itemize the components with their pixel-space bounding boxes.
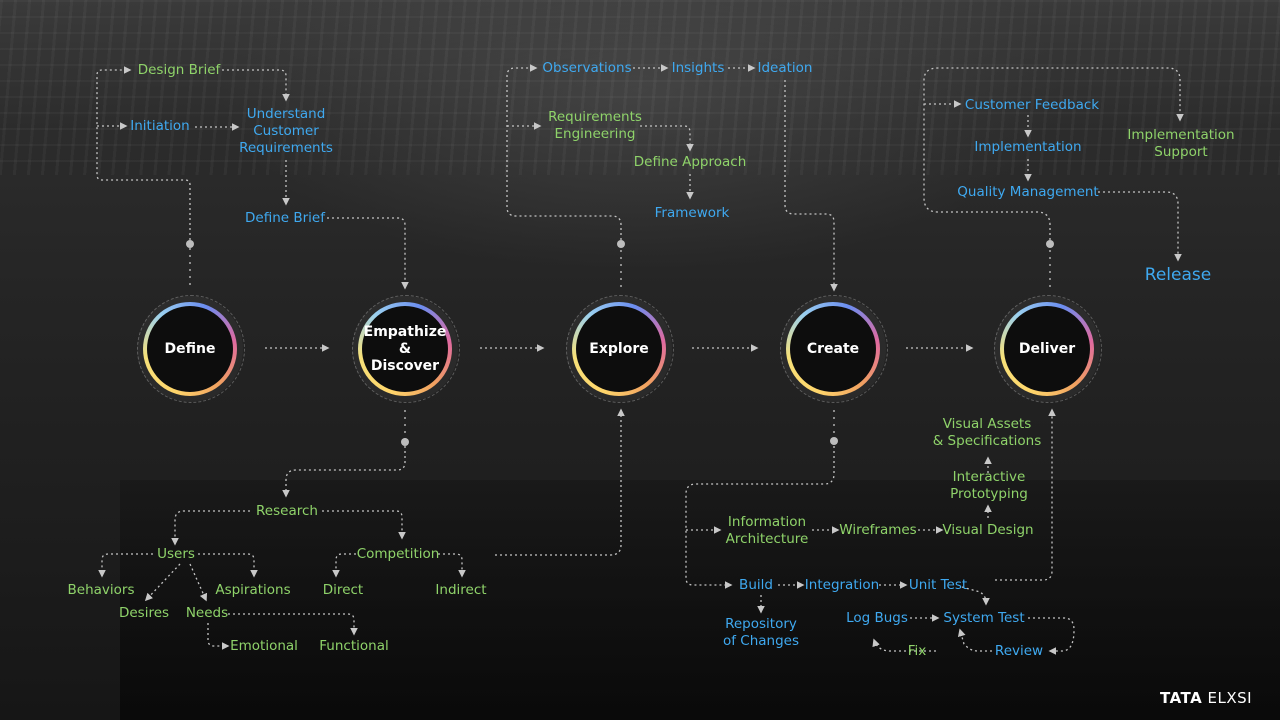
node-deliver[interactable]: Deliver	[1000, 302, 1094, 396]
label-understand-customer-requirements: Understand Customer Requirements	[239, 106, 333, 156]
line-define-up	[96, 66, 191, 240]
dot-explore	[617, 240, 625, 248]
label-requirements-engineering: Requirements Engineering	[548, 109, 642, 142]
label-system-test: System Test	[943, 610, 1025, 626]
dot-deliver	[1046, 240, 1054, 248]
label-initiation: Initiation	[130, 118, 190, 134]
node-ring-deliver	[994, 295, 1102, 403]
label-indirect: Indirect	[435, 582, 487, 598]
label-unit-test: Unit Test	[908, 577, 968, 593]
label-build: Build	[739, 577, 773, 593]
label-customer-feedback: Customer Feedback	[964, 97, 1100, 113]
label-visual-design: Visual Design	[942, 522, 1034, 538]
dot-empathize	[401, 438, 409, 446]
logo-elxsi: ELXSI	[1207, 689, 1253, 707]
node-explore-label: Explore	[589, 340, 649, 357]
node-ring-empathize	[352, 295, 460, 403]
label-desires: Desires	[118, 605, 170, 621]
tata-elxsi-logo: TATA ELXSI	[1160, 689, 1252, 707]
label-competition: Competition	[356, 546, 440, 562]
logo-tata: TATA	[1160, 689, 1203, 707]
node-deliver-label: Deliver	[1018, 340, 1076, 357]
label-implementation: Implementation	[974, 139, 1082, 155]
node-create[interactable]: Create	[786, 302, 880, 396]
label-emotional: Emotional	[230, 638, 298, 654]
node-explore[interactable]: Explore	[572, 302, 666, 396]
label-review: Review	[994, 643, 1044, 659]
node-ring-define	[137, 295, 245, 403]
label-behaviors: Behaviors	[67, 582, 135, 598]
label-ideation: Ideation	[757, 60, 813, 76]
label-aspirations: Aspirations	[215, 582, 291, 598]
label-define-brief: Define Brief	[245, 210, 325, 226]
label-repository-of-changes: Repository of Changes	[722, 616, 800, 649]
label-integration: Integration	[804, 577, 880, 593]
label-information-architecture: Information Architecture	[725, 514, 809, 547]
label-wireframes: Wireframes	[839, 522, 917, 538]
node-define-label: Define	[164, 340, 216, 357]
label-insights: Insights	[671, 60, 725, 76]
label-log-bugs: Log Bugs	[846, 610, 908, 626]
label-interactive-prototyping: Interactive Prototyping	[950, 469, 1028, 502]
label-implementation-support: Implementation Support	[1127, 127, 1235, 160]
background-pool	[120, 480, 1280, 720]
label-framework: Framework	[654, 205, 730, 221]
label-quality-management: Quality Management	[957, 184, 1099, 200]
label-visual-assets: Visual Assets & Specifications	[932, 416, 1042, 449]
label-direct: Direct	[322, 582, 364, 598]
node-empathize-label: Empathize & Discover	[363, 323, 447, 374]
node-ring-explore	[566, 295, 674, 403]
label-research: Research	[256, 503, 318, 519]
label-define-approach: Define Approach	[633, 154, 747, 170]
dot-create	[830, 437, 838, 445]
node-define[interactable]: Define	[143, 302, 237, 396]
label-observations: Observations	[542, 60, 632, 76]
background-roof	[0, 0, 1280, 175]
label-design-brief: Design Brief	[137, 62, 221, 78]
node-empathize[interactable]: Empathize & Discover	[358, 302, 452, 396]
label-functional: Functional	[319, 638, 389, 654]
label-release: Release	[1144, 265, 1212, 285]
label-fix: Fix	[907, 643, 927, 659]
label-users: Users	[157, 546, 195, 562]
label-needs: Needs	[185, 605, 229, 621]
dot-define	[186, 240, 194, 248]
node-create-label: Create	[806, 340, 860, 357]
node-ring-create	[780, 295, 888, 403]
